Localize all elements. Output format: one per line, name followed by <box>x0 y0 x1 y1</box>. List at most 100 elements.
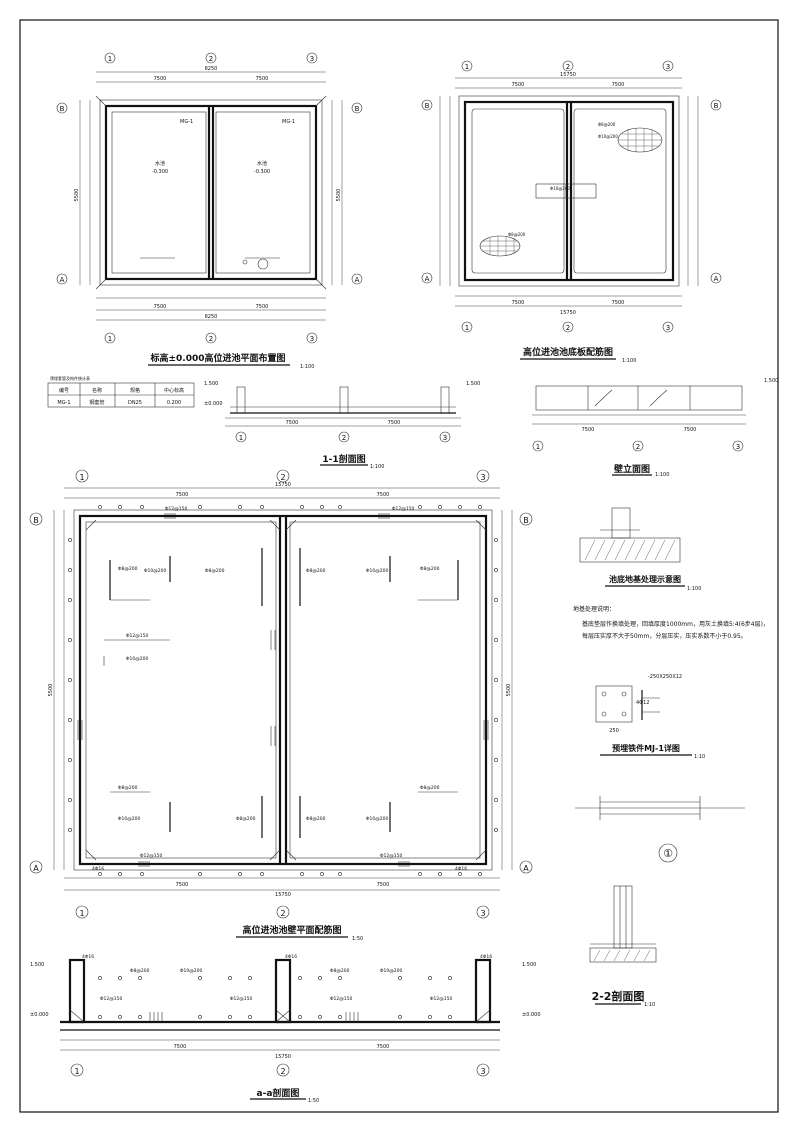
grid-bubble-a-left-r: A <box>421 272 433 284</box>
rebar-dot <box>428 1015 432 1019</box>
dim-main-bay-2: 7500 <box>377 492 390 498</box>
svg-text:B: B <box>33 516 39 525</box>
level-zero-a-a: ±0.000 <box>30 1012 49 1018</box>
svg-text:3: 3 <box>666 324 670 332</box>
dim-elev-bay-1: 7500 <box>582 427 595 433</box>
grid-bubble-3-top: 3 <box>306 52 318 64</box>
svg-text:2: 2 <box>636 443 640 451</box>
rebar-dot <box>320 505 324 509</box>
rebar-callout-12: Φ8@200 <box>306 816 326 822</box>
grid-bubble-2-main-bottom: 2 <box>276 905 290 919</box>
grid-bubble-1-1-2: 2 <box>338 431 350 443</box>
svg-text:3: 3 <box>480 473 485 482</box>
foundation-detail: 池底地基处理示意图 1:100 地基处理说明： 基底垫层作换填处理，回填厚度10… <box>573 507 769 640</box>
rebar-dot <box>338 1015 342 1019</box>
svg-text:1: 1 <box>108 335 112 343</box>
grid-bubble-2-main-top: 2 <box>276 469 290 483</box>
rebar-dot <box>138 1015 142 1019</box>
rebar-dot <box>198 505 202 509</box>
title-wall-elevation: 壁立面图 <box>614 463 650 475</box>
rebar-corner-br: 4Φ16 <box>455 866 467 872</box>
grid-bubble-a-left: A <box>56 273 68 285</box>
table-header-2: 名称 <box>92 387 102 394</box>
svg-text:3: 3 <box>310 335 314 343</box>
scale-plan-main: 1:50 <box>352 936 363 942</box>
dim-main-bay-1: 7500 <box>176 492 189 498</box>
grid-bubble-a-main-right: A <box>519 860 533 874</box>
level-top-1-1-r: 1.500 <box>466 381 480 387</box>
rebar-dot <box>68 568 72 572</box>
rebar-callout-1: Φ8@200 <box>118 566 138 572</box>
scale-embed-detail: 1:10 <box>694 754 705 760</box>
dim-main-depth-right: 5500 <box>506 684 512 697</box>
pipe-schedule-table: 预埋套管及构件统计表 编号 名称 规格 中心标高 MG-1 钢套管 DN25 0… <box>47 375 195 408</box>
dim-overall-top: 8250 <box>205 66 218 72</box>
scale-wall-elevation: 1:100 <box>655 472 669 478</box>
dim-bay-1-r: 7500 <box>512 82 525 88</box>
dim-main-bottom-bay-2: 7500 <box>377 882 390 888</box>
svg-text:1: 1 <box>465 63 469 71</box>
grid-bubble-2-bottom: 2 <box>205 332 217 344</box>
grid-bubble-3-top-r: 3 <box>662 60 674 72</box>
svg-text:A: A <box>33 864 39 873</box>
svg-text:A: A <box>355 276 360 284</box>
svg-text:3: 3 <box>310 55 314 63</box>
rebar-dot <box>478 872 482 876</box>
embed-plate-label: -250X250X12 <box>648 674 682 680</box>
title-plan-top-left: 标高±0.000高位进池平面布置图 <box>149 352 285 364</box>
rebar-dot <box>68 718 72 722</box>
rebar-dot <box>228 1015 232 1019</box>
title-section-1-1: 1-1剖面图 <box>322 453 365 465</box>
rebar-a-a-10: Φ12@150 <box>330 996 352 1002</box>
rebar-dot <box>300 872 304 876</box>
rebar-callout-6: Φ8@200 <box>118 785 138 791</box>
rebar-dot <box>98 872 102 876</box>
grid-bubble-elev-2: 2 <box>632 440 644 452</box>
scale-section-2-2: 1:10 <box>644 1002 655 1008</box>
rebar-dot <box>198 872 202 876</box>
a-a-bar-stacks <box>149 1012 359 1022</box>
rebar-callout-14: Φ8@200 <box>420 785 440 791</box>
rebar-dot <box>260 872 264 876</box>
svg-text:A: A <box>523 864 529 873</box>
rebar-callout-9: Φ8@200 <box>306 568 326 574</box>
table-cell-1: MG-1 <box>57 400 70 406</box>
grid-bubble-1-bottom: 1 <box>104 332 116 344</box>
plan-main: 1 2 3 15750 7500 7500 Φ8@200 Φ10@200 <box>29 469 533 942</box>
rebar-dot <box>248 1015 252 1019</box>
rebar-hatch-ellipse-2 <box>479 235 521 257</box>
rebar-top-right: Φ12@150 <box>392 506 414 512</box>
grid-bubble-a-main-left: A <box>29 860 43 874</box>
rebar-a-a-5: Φ10@200 <box>180 968 202 974</box>
dim-depth-left: 5500 <box>74 189 80 202</box>
rebar-dot <box>494 828 498 832</box>
dim-1-1-bay-1: 7500 <box>286 420 299 426</box>
rebar-dot <box>118 872 122 876</box>
dim-a-a-bay-1: 7500 <box>174 1044 187 1050</box>
grid-bubble-a-right-r: A <box>710 272 722 284</box>
svg-text:A: A <box>714 275 719 283</box>
svg-text:1: 1 <box>74 1067 79 1076</box>
rebar-dot <box>458 505 462 509</box>
svg-text:B: B <box>523 516 529 525</box>
svg-text:1: 1 <box>79 473 84 482</box>
rebar-dot <box>458 872 462 876</box>
rebar-a-a-11: Φ12@150 <box>430 996 452 1002</box>
embed-detail: -250X250X12 4Φ12 250 预埋铁件MJ-1详图 1:10 <box>595 674 705 760</box>
svg-text:B: B <box>60 105 65 113</box>
dim-bottom-bay-1-r: 7500 <box>512 300 525 306</box>
rebar-dot <box>300 505 304 509</box>
svg-text:3: 3 <box>443 434 447 442</box>
rebar-dot <box>68 758 72 762</box>
rebar-dot <box>494 598 498 602</box>
svg-text:A: A <box>425 275 430 283</box>
svg-text:2: 2 <box>280 909 285 918</box>
mg-label-2: MG-1 <box>282 119 295 125</box>
grid-bubble-elev-3: 3 <box>732 440 744 452</box>
svg-text:3: 3 <box>736 443 740 451</box>
grid-bubble-a-right: A <box>351 273 363 285</box>
title-embed-detail: 预埋铁件MJ-1详图 <box>612 743 680 753</box>
dim-main-bottom-bay-1: 7500 <box>176 882 189 888</box>
table-cell-4: 0.200 <box>167 400 181 406</box>
